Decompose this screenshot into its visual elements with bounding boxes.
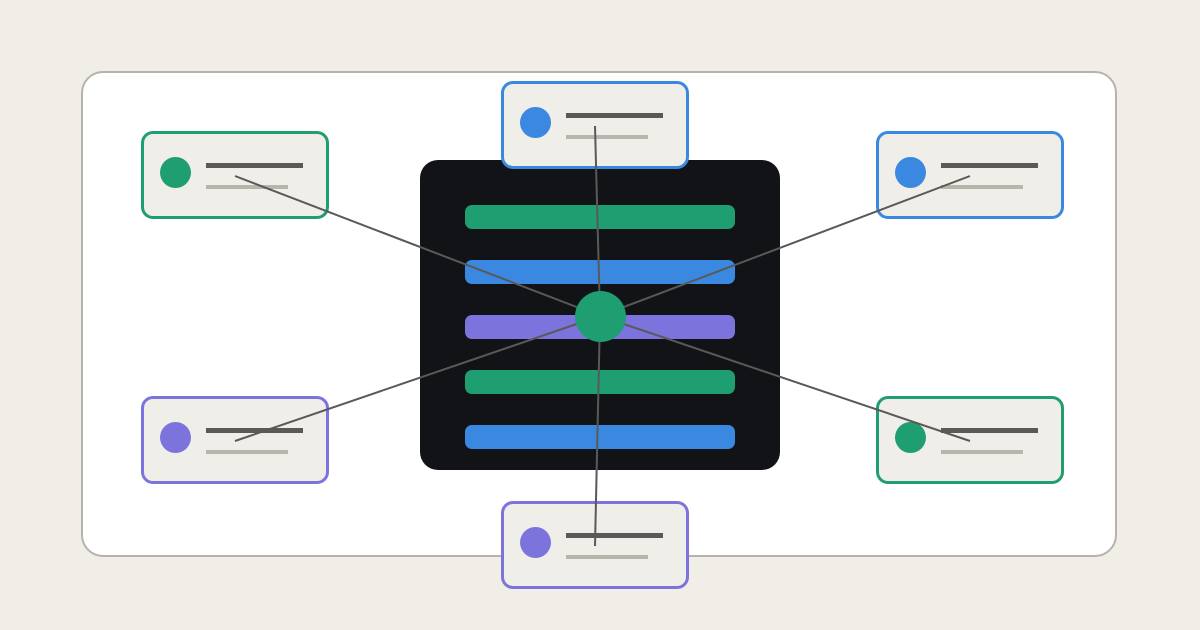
node-subtitle-line — [206, 450, 288, 454]
node-title-line — [566, 113, 663, 118]
node-subtitle-line — [566, 555, 648, 559]
panel-bar-1 — [465, 205, 735, 229]
panel-bar-5 — [465, 425, 735, 449]
node-dot — [160, 157, 191, 188]
node-card-bottom-left — [141, 396, 329, 484]
node-title-line — [941, 163, 1038, 168]
node-subtitle-line — [566, 135, 648, 139]
node-card-top-right — [876, 131, 1064, 219]
node-title-line — [206, 163, 303, 168]
node-dot — [520, 527, 551, 558]
node-dot — [520, 107, 551, 138]
node-dot — [160, 422, 191, 453]
node-card-top — [501, 81, 689, 169]
node-subtitle-line — [941, 185, 1023, 189]
node-card-bottom-right — [876, 396, 1064, 484]
node-card-bottom — [501, 501, 689, 589]
node-subtitle-line — [941, 450, 1023, 454]
panel-bar-2 — [465, 260, 735, 284]
panel-bar-4 — [465, 370, 735, 394]
node-title-line — [566, 533, 663, 538]
node-title-line — [206, 428, 303, 433]
node-card-top-left — [141, 131, 329, 219]
node-title-line — [941, 428, 1038, 433]
node-subtitle-line — [206, 185, 288, 189]
hub-node — [575, 291, 626, 342]
node-dot — [895, 422, 926, 453]
node-dot — [895, 157, 926, 188]
